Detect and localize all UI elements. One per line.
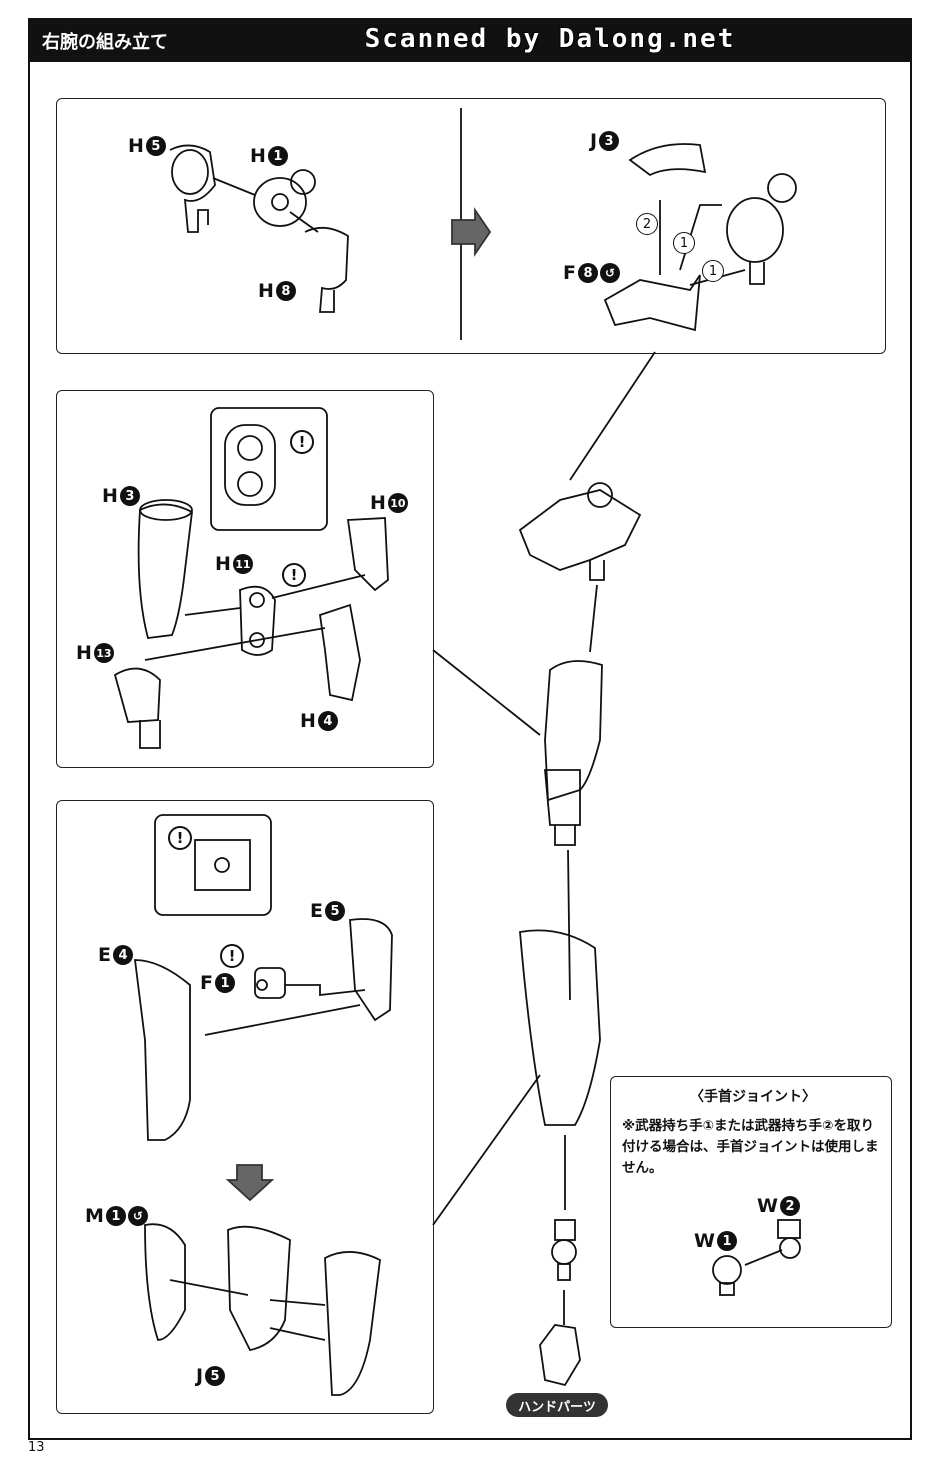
assembled-forearm xyxy=(519,929,601,1126)
number-badge: 5 xyxy=(145,136,166,156)
assembled-upper-arm xyxy=(544,660,603,802)
number-badge: 13 xyxy=(93,643,114,663)
scan-credit: Scanned by Dalong.net xyxy=(364,24,736,54)
part-w1-shape xyxy=(712,1255,742,1285)
caution-callout-top xyxy=(210,407,328,531)
part-h1-ball xyxy=(290,169,316,195)
number-badge: 3 xyxy=(599,131,620,151)
part-upper-joint-ball xyxy=(767,173,797,203)
part-j5-shape xyxy=(227,1225,291,1352)
caution-icon: ! xyxy=(168,826,192,850)
page-title: 右腕の組み立て xyxy=(42,32,168,53)
part-j3-shape xyxy=(628,143,707,177)
step-marker-1a: 1 xyxy=(673,232,695,254)
arrow-h1-to-h5 xyxy=(212,177,256,196)
part-h10-shape xyxy=(346,517,389,592)
arrow-arm-to-forearm xyxy=(567,849,571,1001)
arrow-h8-to-h1 xyxy=(289,211,319,233)
number-badge: 1 xyxy=(716,1231,737,1251)
panel-forearm xyxy=(56,800,434,1414)
part-h1-ring xyxy=(253,177,307,227)
wrist-joint-note: ※武器持ち手①または武器持ち手②を取り付ける場合は、手首ジョイントは使用しません… xyxy=(622,1118,879,1176)
plating-icon: ↺ xyxy=(599,263,620,283)
callout-line-bottom xyxy=(432,1074,541,1226)
caution-icon: ! xyxy=(220,944,244,968)
part-h5-shape xyxy=(169,144,216,233)
part-h11-shape xyxy=(239,585,276,656)
assembled-shoulder xyxy=(518,489,642,571)
number-badge: 10 xyxy=(387,493,408,513)
number-badge: 1 xyxy=(105,1206,126,1226)
caution-callout-forearm xyxy=(154,814,272,916)
part-w2-shape xyxy=(777,1219,801,1239)
plating-icon: ↺ xyxy=(127,1206,148,1226)
number-badge: 8 xyxy=(275,281,296,301)
hand-part-shape xyxy=(539,1324,581,1387)
callout-line-top xyxy=(569,351,656,481)
part-h4-shape xyxy=(319,603,361,702)
wrist-joint-ball xyxy=(551,1239,577,1265)
number-badge: 2 xyxy=(779,1196,800,1216)
callout-line-mid xyxy=(432,649,541,736)
part-f1-shape xyxy=(254,967,286,999)
number-badge: 4 xyxy=(112,945,133,965)
down-step-arrow xyxy=(225,1164,275,1202)
page-frame xyxy=(28,60,912,1440)
part-upper-joint-body xyxy=(726,197,784,263)
arrow-shoulder-to-arm xyxy=(589,584,598,653)
number-badge: 1 xyxy=(214,973,235,993)
number-badge: 11 xyxy=(232,554,253,574)
part-e5-shape xyxy=(349,918,393,1022)
next-step-arrow xyxy=(451,207,492,257)
header-bar: 右腕の組み立て Scanned by Dalong.net xyxy=(28,18,912,62)
wrist-joint-top xyxy=(554,1219,576,1241)
part-forearm-assembled-small xyxy=(324,1251,381,1396)
number-badge: 1 xyxy=(267,146,288,166)
step-marker-2: 2 xyxy=(636,213,658,235)
part-h13-shape xyxy=(113,667,161,723)
panel-wrist-joint xyxy=(610,1076,892,1328)
hand-parts-badge: ハンドパーツ xyxy=(506,1393,608,1417)
number-badge: 5 xyxy=(205,1366,226,1386)
number-badge: 8 xyxy=(577,263,598,283)
part-f8-shape xyxy=(603,274,701,332)
part-m1-shape xyxy=(144,1223,186,1341)
caution-icon: ! xyxy=(290,430,314,454)
caution-icon: ! xyxy=(282,563,306,587)
part-e4-shape xyxy=(133,959,191,1141)
wrist-joint-title: 〈手首ジョイント〉 xyxy=(690,1089,816,1105)
part-h3-shape xyxy=(137,503,193,639)
step-marker-1b: 1 xyxy=(702,260,724,282)
part-h8-shape xyxy=(304,226,349,313)
number-badge: 4 xyxy=(317,711,338,731)
number-badge: 5 xyxy=(324,901,345,921)
page-number: 13 xyxy=(28,1440,45,1455)
part-h5-body xyxy=(171,149,209,195)
panel-upper-arm xyxy=(56,390,434,768)
number-badge: 3 xyxy=(119,486,140,506)
